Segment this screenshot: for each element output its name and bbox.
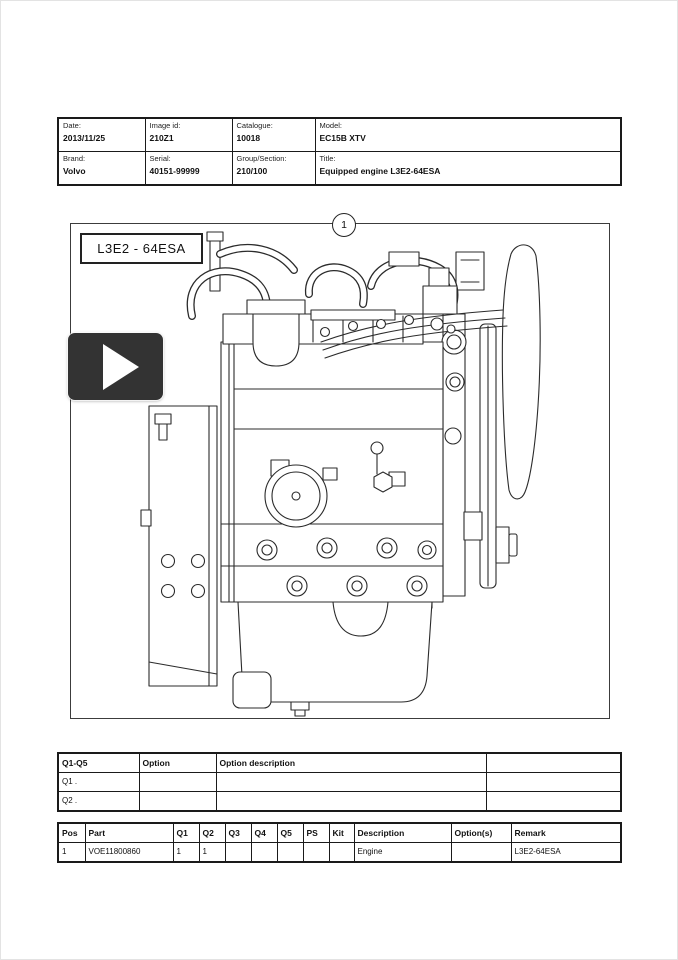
meta-value: 10018 <box>236 133 261 143</box>
col-header-q2: Q2 <box>198 822 226 843</box>
col-header-kit: Kit <box>328 822 355 843</box>
callout-1[interactable]: 1 <box>332 213 356 237</box>
meta-value: Equipped engine L3E2-64ESA <box>319 166 441 176</box>
col-header-remark: Remark <box>510 822 622 843</box>
cell-ps <box>302 842 330 863</box>
diagram-panel: L3E2 - 64ESA 1 <box>70 213 610 719</box>
meta-value: 2013/11/25 <box>63 133 106 143</box>
cell-q5 <box>276 842 304 863</box>
parts-row-1: 1 VOE11800860 1 1 Engine L3E2-64ESA <box>57 842 622 863</box>
col-header-option: Option <box>138 752 217 773</box>
meta-label: Model: <box>319 121 343 130</box>
meta-label: Image id: <box>149 121 181 130</box>
oil-pan <box>232 601 433 717</box>
col-header-q5: Q5 <box>276 822 304 843</box>
engine-line-art <box>140 231 541 717</box>
meta-label: Group/Section: <box>236 154 287 163</box>
play-icon <box>102 343 139 390</box>
meta-label: Brand: <box>63 154 86 163</box>
parts-table: Pos Part Q1 Q2 Q3 Q4 Q5 PS Kit Descripti… <box>57 822 622 863</box>
cell <box>215 772 487 792</box>
col-header-pos: Pos <box>57 822 86 843</box>
cell <box>138 791 217 812</box>
cell <box>485 772 622 792</box>
meta-label: Catalogue: <box>236 121 273 130</box>
col-header-ps: PS <box>302 822 330 843</box>
options-row-q1: Q1 . <box>57 772 622 792</box>
col-header-option-description: Option description <box>215 752 487 773</box>
col-header-q1: Q1 <box>172 822 200 843</box>
meta-label: Title: <box>319 154 336 163</box>
meta-label: Serial: <box>149 154 171 163</box>
meta-catalogue: Catalogue: 10018 <box>231 117 316 152</box>
engine-block <box>220 341 444 609</box>
meta-value: 210Z1 <box>149 133 174 143</box>
pump-blade <box>501 244 541 500</box>
header-row: Brand: Volvo Serial: 40151-99999 Group/S… <box>57 151 622 186</box>
col-header-q4: Q4 <box>250 822 278 843</box>
meta-model: Model: EC15B XTV <box>314 117 622 152</box>
meta-value: 40151-99999 <box>149 166 200 176</box>
flywheel <box>479 323 518 589</box>
meta-value: 210/100 <box>236 166 268 176</box>
fuel-lines <box>186 231 508 367</box>
meta-date: Date: 2013/11/25 <box>57 117 146 152</box>
cell-options <box>450 842 512 863</box>
cell-q2: 1 <box>198 842 226 863</box>
options-table: Q1-Q5 Option Option description Q1 . Q2 … <box>57 752 622 812</box>
options-header-row: Q1-Q5 Option Option description <box>57 752 622 773</box>
meta-value: Volvo <box>63 166 86 176</box>
cell-q2: Q2 . <box>57 791 140 812</box>
header-table: Date: 2013/11/25 Image id: 210Z1 Catalog… <box>57 117 622 186</box>
cell-part-number[interactable]: VOE11800860 <box>84 842 174 863</box>
col-header-description: Description <box>353 822 452 843</box>
cell-pos: 1 <box>57 842 86 863</box>
cell <box>138 772 217 792</box>
diagram-label-text: L3E2 - 64ESA <box>97 241 186 256</box>
cell <box>485 791 622 812</box>
meta-brand: Brand: Volvo <box>57 151 146 186</box>
cell-kit <box>328 842 355 863</box>
col-header-options: Option(s) <box>450 822 512 843</box>
meta-group-section: Group/Section: 210/100 <box>231 151 316 186</box>
mounting-plate <box>140 405 218 687</box>
options-row-q2: Q2 . <box>57 791 622 812</box>
col-header-part: Part <box>84 822 174 843</box>
cell-q3 <box>224 842 252 863</box>
cell-q4 <box>250 842 278 863</box>
callout-number: 1 <box>341 218 347 231</box>
meta-image-id: Image id: 210Z1 <box>144 117 233 152</box>
col-header-q1q5: Q1-Q5 <box>57 752 140 773</box>
meta-label: Date: <box>63 121 81 130</box>
cell-q1: 1 <box>172 842 200 863</box>
parts-header-row: Pos Part Q1 Q2 Q3 Q4 Q5 PS Kit Descripti… <box>57 822 622 843</box>
cell-description: Engine <box>353 842 452 863</box>
meta-serial: Serial: 40151-99999 <box>144 151 233 186</box>
col-header-q3: Q3 <box>224 822 252 843</box>
cell-q1: Q1 . <box>57 772 140 792</box>
diagram-label: L3E2 - 64ESA <box>80 233 203 264</box>
meta-value: EC15B XTV <box>319 133 366 143</box>
cell <box>215 791 487 812</box>
header-row: Date: 2013/11/25 Image id: 210Z1 Catalog… <box>57 117 622 152</box>
cell-remark: L3E2-64ESA <box>510 842 622 863</box>
video-play-button[interactable] <box>68 333 163 400</box>
col-header-blank <box>485 752 622 773</box>
meta-title: Title: Equipped engine L3E2-64ESA <box>314 151 622 186</box>
